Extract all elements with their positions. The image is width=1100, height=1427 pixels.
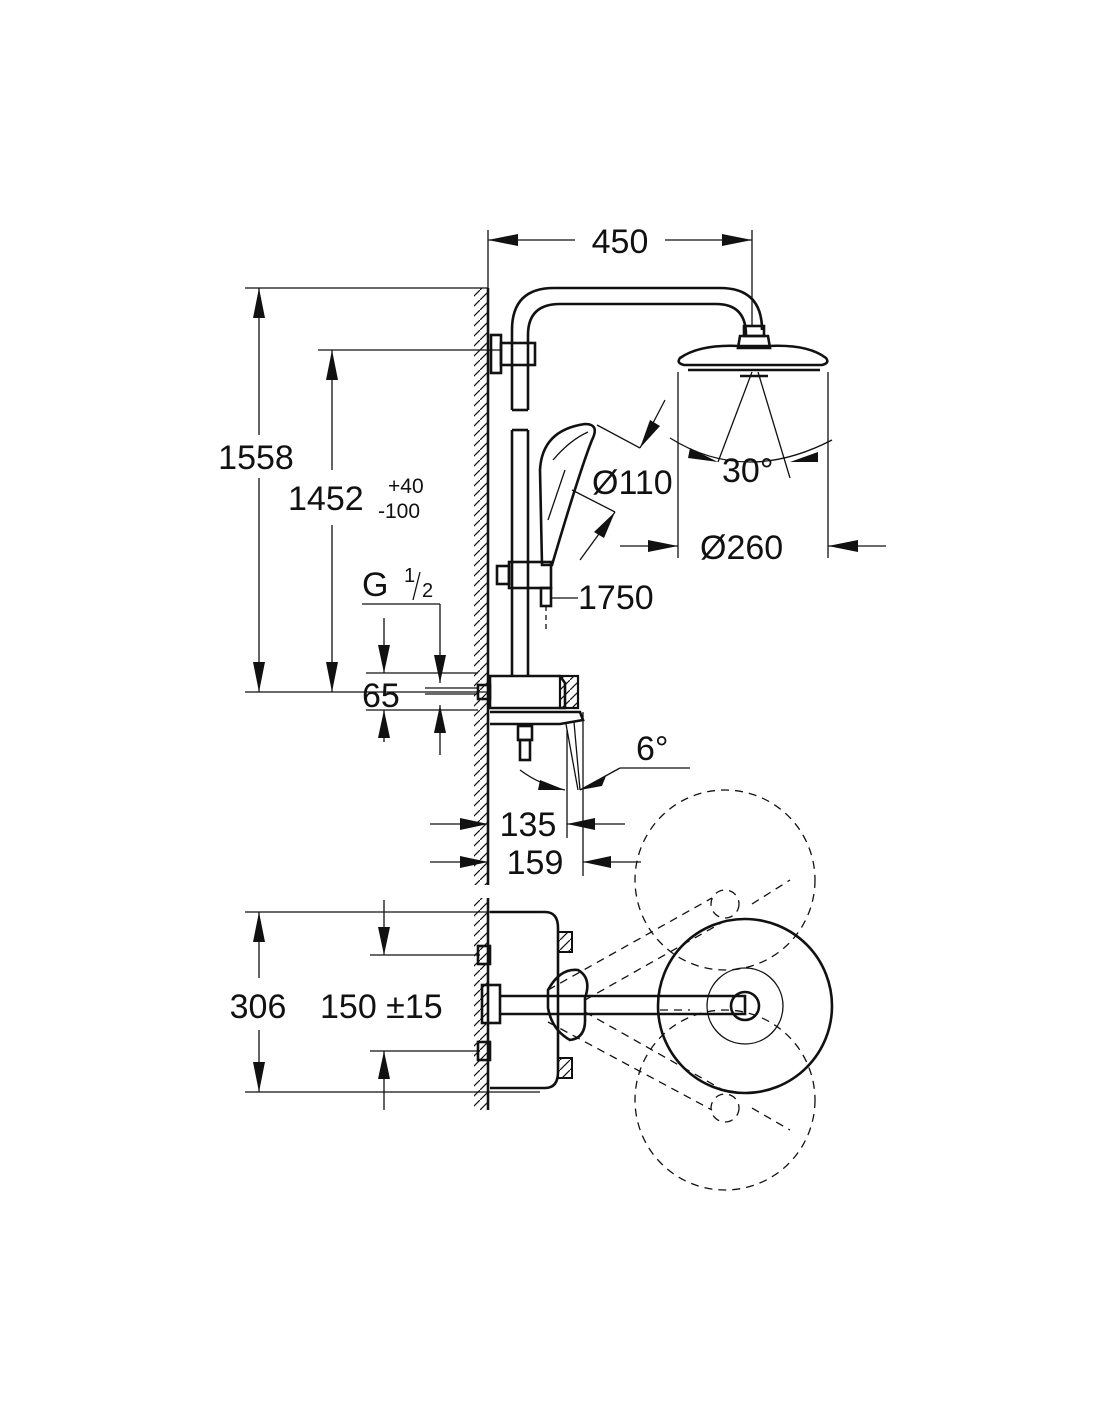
label-thread-g: G xyxy=(362,566,388,604)
dimension-angle-30: 30° xyxy=(669,371,833,490)
dimension-65: 65 xyxy=(362,618,478,755)
side-view: 450 1558 1452 +40 -100 xyxy=(218,223,886,885)
label-dia-260: Ø260 xyxy=(700,529,783,567)
label-150: 150 ±15 xyxy=(320,988,443,1026)
dimension-135: 135 xyxy=(430,730,625,844)
label-angle-6: 6° xyxy=(636,730,669,768)
dimension-hose-1750: 1750 xyxy=(551,579,654,617)
label-hose-1750: 1750 xyxy=(578,579,654,617)
dimension-thread: G 1 2 xyxy=(362,565,478,695)
label-tolerance-minus: -100 xyxy=(378,500,420,523)
arm-top xyxy=(500,968,747,1042)
thermostat-top xyxy=(476,910,573,1090)
label-tolerance-plus: +40 xyxy=(388,475,424,498)
dimension-1452: 1452 +40 -100 xyxy=(288,349,500,692)
label-thread-num: 1 xyxy=(404,565,415,587)
hand-shower xyxy=(538,422,597,567)
label-dia-110: Ø110 xyxy=(592,464,673,502)
label-135: 135 xyxy=(500,806,557,844)
dimension-150: 150 ±15 xyxy=(320,900,480,1110)
label-1452: 1452 xyxy=(288,480,364,518)
shower-arm xyxy=(510,286,764,676)
head-shower-top xyxy=(656,917,834,1095)
label-306: 306 xyxy=(230,988,287,1026)
label-angle-30: 30° xyxy=(722,452,773,490)
swing-positions xyxy=(547,789,816,1191)
label-1558: 1558 xyxy=(218,439,294,477)
dimension-159: 159 xyxy=(430,712,641,882)
dimension-1558: 1558 xyxy=(218,287,488,693)
dimension-angle-6: 6° xyxy=(519,730,690,791)
dimension-306: 306 xyxy=(230,911,540,1093)
wall xyxy=(474,288,490,885)
head-shower xyxy=(677,324,829,378)
dimension-dia-110: Ø110 xyxy=(571,399,673,561)
label-thread-den: 2 xyxy=(422,580,433,602)
slider xyxy=(495,560,553,632)
wall-bracket-upper xyxy=(489,333,537,375)
label-65: 65 xyxy=(362,677,400,715)
dimension-450: 450 xyxy=(487,223,753,326)
dimension-dia-260: Ø260 xyxy=(620,372,886,567)
label-159: 159 xyxy=(507,844,564,882)
label-450: 450 xyxy=(592,223,649,261)
top-view: 306 150 ±15 xyxy=(230,789,834,1191)
